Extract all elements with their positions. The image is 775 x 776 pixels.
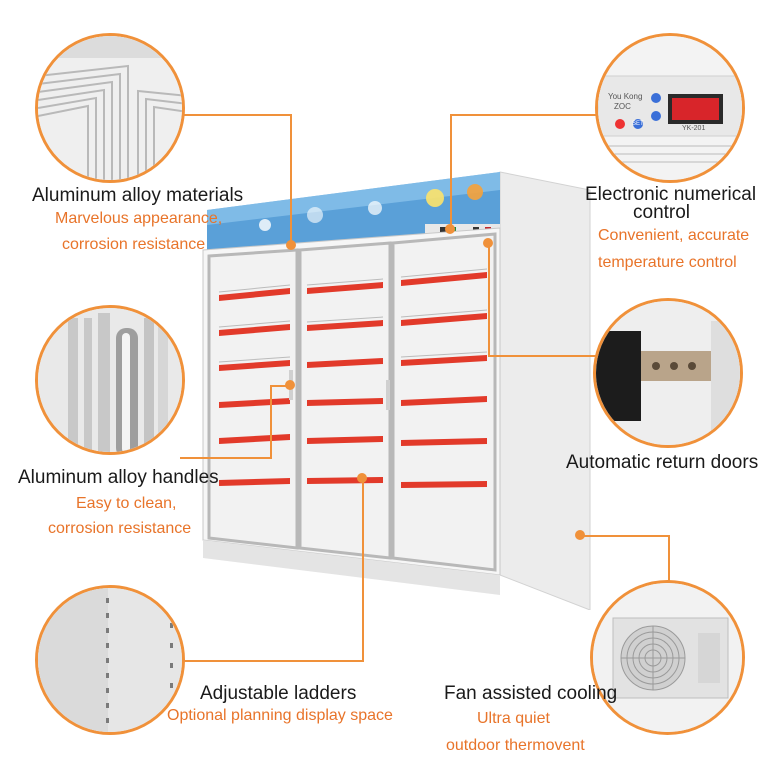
electronic-control-title-2: control [633, 202, 691, 223]
connector-line [180, 660, 364, 662]
aluminum-handles-desc-1: Easy to clean, [76, 495, 177, 512]
aluminum-materials-title: Aluminum alloy materials [32, 185, 244, 206]
connector-line [488, 355, 598, 357]
adjustable-ladders-photo [35, 585, 185, 735]
fan-cooling-desc-2: outdoor thermovent [446, 737, 585, 754]
fan-cooling-title: Fan assisted cooling [444, 683, 618, 704]
connector-dot [357, 473, 367, 483]
connector-line [180, 457, 272, 459]
connector-dot [483, 238, 493, 248]
aluminum-handles-photo [35, 305, 185, 455]
aluminum-materials-desc-2: corrosion resistance [62, 236, 206, 253]
connector-line [488, 245, 490, 357]
aluminum-materials-photo [35, 33, 185, 183]
return-doors-photo [593, 298, 743, 448]
connector-dot [445, 224, 455, 234]
aluminum-handles-desc-2: corrosion resistance [48, 520, 192, 537]
connector-line [290, 114, 292, 244]
adjustable-ladders-title: Adjustable ladders [200, 683, 357, 704]
aluminum-materials-desc-1: Marvelous appearance, [55, 210, 223, 227]
return-doors-title: Automatic return doors [566, 452, 759, 473]
adjustable-ladders-desc: Optional planning display space [167, 707, 393, 724]
electronic-control-photo: You Kong ZOC SET YK-201 [595, 33, 745, 183]
connector-line [270, 385, 290, 387]
controller-brand-sub: ZOC [614, 102, 631, 111]
controller-set-label: SET [632, 121, 644, 127]
connector-line [582, 535, 668, 537]
connector-line [362, 478, 364, 662]
electronic-control-title-1: Electronic numerical [585, 184, 757, 205]
controller-brand: You Kong [608, 92, 643, 101]
connector-line [450, 114, 452, 228]
aluminum-handles-title: Aluminum alloy handles [18, 467, 219, 488]
controller-model: YK-201 [682, 125, 706, 132]
connector-dot [285, 380, 295, 390]
electronic-control-desc-1: Convenient, accurate [598, 227, 750, 244]
electronic-control-desc-2: temperature control [598, 254, 737, 271]
fan-cooling-desc-1: Ultra quiet [477, 710, 550, 727]
connector-line [450, 114, 598, 116]
display-fridge [195, 170, 595, 610]
connector-dot [575, 530, 585, 540]
connector-line [270, 385, 272, 459]
connector-dot [286, 240, 296, 250]
fan-cooling-photo [590, 580, 745, 735]
connector-line [180, 114, 292, 116]
connector-line [668, 535, 670, 585]
